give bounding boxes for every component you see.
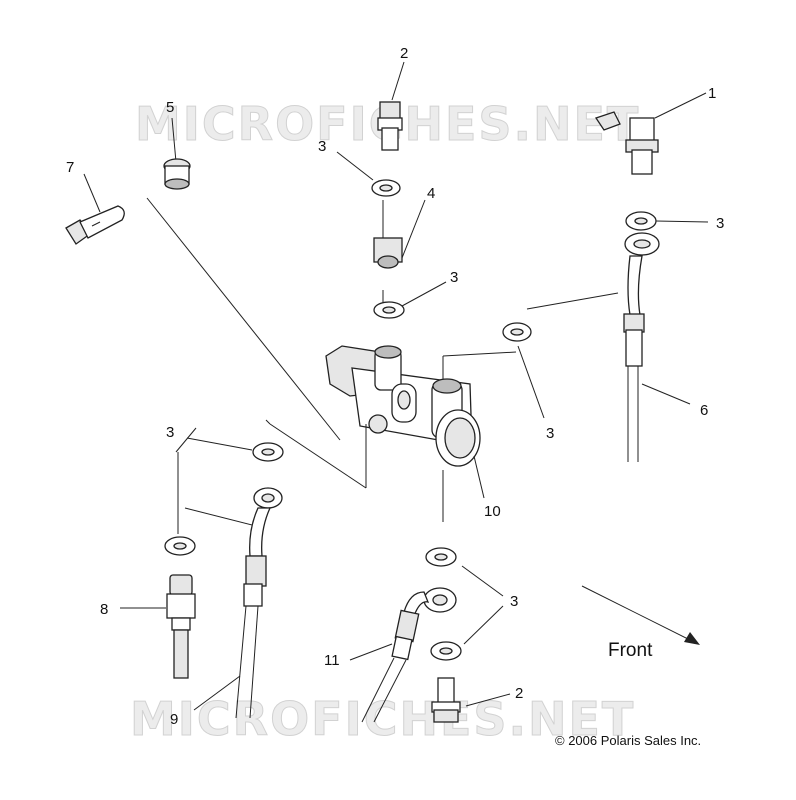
callout-2-bottom: 2 — [515, 685, 523, 702]
callout-7: 7 — [66, 159, 74, 176]
washer-3-top — [336, 151, 401, 197]
part-9-brake-line — [193, 487, 283, 719]
washer-3-left-upper — [177, 437, 284, 534]
washer-3-left-lower — [164, 507, 257, 556]
front-direction-arrow — [581, 585, 700, 645]
part-6-brake-line — [526, 232, 691, 462]
callout-3-e: 3 — [166, 424, 174, 441]
leader-lines-left — [175, 419, 367, 489]
callout-3-c: 3 — [716, 215, 724, 232]
callout-3-a: 3 — [318, 138, 326, 155]
part-8-fitting — [120, 574, 196, 679]
watermark-bottom: MICROFICHES.NET — [130, 692, 635, 746]
callout-10: 10 — [484, 503, 501, 520]
part-4-bolt — [373, 199, 426, 305]
part-7-bolt — [65, 173, 341, 441]
part-1-pressure-switch — [594, 92, 707, 175]
callout-8: 8 — [100, 601, 108, 618]
part-10-valve-body — [325, 345, 485, 522]
callout-3-d: 3 — [546, 425, 554, 442]
callout-9: 9 — [170, 711, 178, 728]
callout-2-top: 2 — [400, 45, 408, 62]
copyright-text: © 2006 Polaris Sales Inc. — [555, 733, 701, 748]
washer-3-bottom-upper — [425, 547, 504, 597]
washer-3-mid — [373, 281, 447, 319]
part-2-banjo-bolt-bottom — [431, 677, 511, 723]
callout-6: 6 — [700, 402, 708, 419]
front-label: Front — [608, 640, 653, 661]
washer-3-bottom-lower — [430, 605, 504, 661]
callout-11: 11 — [324, 652, 340, 669]
washer-3-right-middle — [442, 322, 545, 419]
callout-3-f: 3 — [510, 593, 518, 610]
callout-5: 5 — [166, 99, 174, 116]
part-11-brake-line — [349, 587, 457, 723]
callout-4: 4 — [427, 185, 435, 202]
part-2-banjo-bolt-top — [377, 61, 405, 151]
callout-3-b: 3 — [450, 269, 458, 286]
part-5-grommet — [163, 117, 191, 190]
callout-1: 1 — [708, 85, 716, 102]
washer-3-right — [625, 211, 709, 231]
